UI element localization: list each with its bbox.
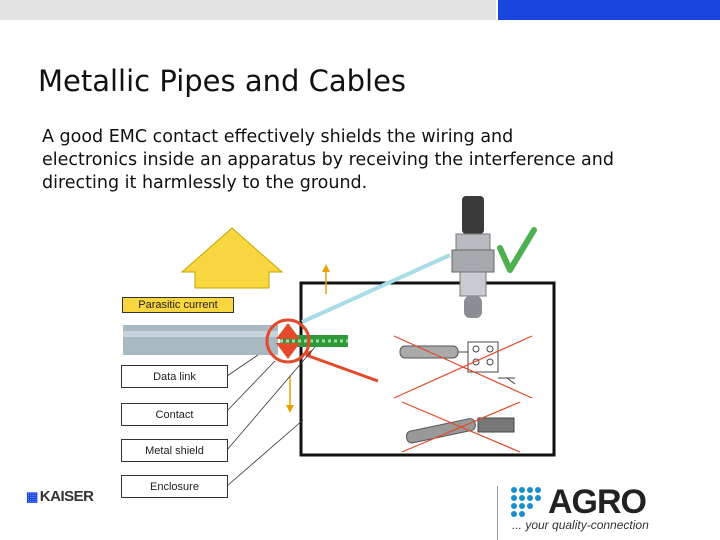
cable: [123, 325, 278, 355]
red-pointer-line: [305, 353, 379, 383]
cable-highlight: [123, 331, 278, 337]
agro-slogan: ... your quality-connection: [512, 518, 649, 532]
schematic-2-connector: [477, 417, 515, 433]
terminal-screw-2: [486, 345, 494, 353]
label-parasitic-current: Parasitic current: [122, 297, 234, 313]
terminal-screw-1: [472, 345, 480, 353]
contact-triangle-top: [276, 323, 300, 339]
check-mark: [497, 227, 537, 273]
agro-logo-text: AGRO: [548, 483, 647, 521]
top-bar-grey: [0, 0, 496, 20]
contact-triangle-bottom: [276, 343, 300, 359]
kaiser-logo-text: KAISER: [39, 488, 94, 505]
terminal-screw-4: [486, 358, 494, 366]
label-data-link: Data link: [121, 365, 228, 388]
body-line-2: electronics inside an apparatus by recei…: [42, 150, 614, 170]
ground-symbol: [506, 377, 516, 385]
cyan-pointer-line: [301, 253, 451, 324]
label-enclosure: Enclosure: [121, 475, 228, 498]
gland-cable: [462, 196, 484, 234]
label-contact: Contact: [121, 403, 228, 426]
red-pointer-head: [304, 350, 312, 358]
contact-circle: [265, 318, 311, 364]
gland-body: [451, 249, 495, 273]
slide-title: Metallic Pipes and Cables: [38, 64, 407, 98]
cross-1b: [393, 335, 533, 399]
leader-enclosure: [226, 419, 304, 487]
arrow-up-head: [322, 264, 330, 272]
top-bar-blue: [498, 0, 720, 20]
gland-nut-top: [455, 233, 491, 251]
body-line-3: directing it harmlessly to the ground.: [42, 173, 368, 193]
enclosure-box: [299, 281, 556, 457]
schematic-2-cable: [405, 418, 477, 444]
arrow-down-head: [286, 405, 294, 413]
kaiser-logo: ▦ KAISER: [26, 488, 94, 505]
leader-metal-shield: [226, 346, 316, 451]
gland-thread: [459, 271, 487, 297]
cross-2b: [401, 401, 521, 453]
agro-dots-icon: [511, 487, 541, 517]
kaiser-logo-icon: ▦: [26, 488, 38, 504]
leader-data-link: [226, 354, 259, 377]
gland-end: [464, 296, 482, 318]
schematic-1-terminal: [467, 341, 499, 373]
body-line-1: A good EMC contact effectively shields t…: [42, 127, 514, 147]
label-metal-shield: Metal shield: [121, 439, 228, 462]
leader-contact: [224, 360, 276, 414]
footer-divider: [497, 486, 498, 540]
slide-body: A good EMC contact effectively shields t…: [42, 126, 702, 195]
parasitic-current-arrow: [180, 227, 284, 289]
